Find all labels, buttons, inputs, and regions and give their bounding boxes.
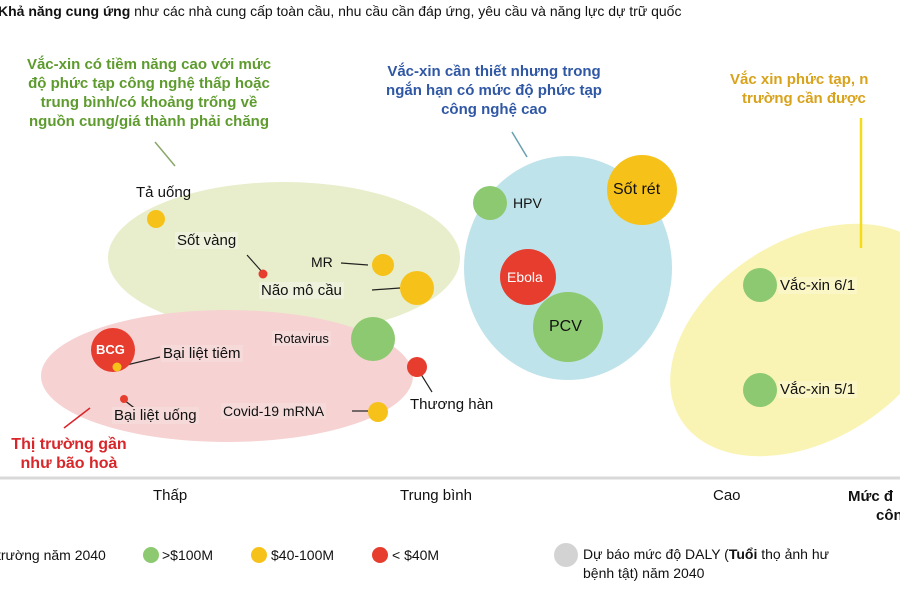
dai-liet-uong-label: Bại liệt uống: [112, 407, 199, 424]
sot-vang-connector: [246, 254, 264, 274]
rotavirus-label: Rotavirus: [272, 331, 331, 346]
legend-gray-text: Dự báo mức độ DALY (: [583, 546, 729, 562]
blue-title-connector: [511, 131, 528, 158]
green-zone: [108, 182, 460, 334]
nao-mo-cau-label: Não mô cầu: [259, 282, 344, 299]
blue-title-line: ngắn hạn có mức độ phức tạp: [386, 82, 602, 99]
blue-title-line: Vắc-xin cần thiết nhưng trong: [387, 63, 601, 80]
green-title-line: độ phức tạp công nghệ thấp hoặc: [28, 75, 270, 92]
legend-gray-dot: [554, 543, 578, 567]
legend-yellow-label: $40-100M: [271, 547, 335, 563]
axis-title: Mức đ côn: [848, 487, 900, 525]
green-title-line: nguồn cung/giá thành phải chăng: [29, 113, 269, 130]
pcv-label: PCV: [549, 318, 582, 335]
sot-vang-label: Sốt vàng: [175, 232, 239, 249]
red-title-line: Thị trường gần: [11, 436, 127, 453]
blue-title-line: công nghệ cao: [441, 101, 547, 118]
ebola-bubble: [500, 249, 556, 305]
yellow-zone: [670, 223, 900, 457]
thuong-han-label: Thương hàn: [410, 396, 494, 413]
red-title-line: như bão hoà: [20, 455, 118, 472]
yellow-title-line: Vắc xin phức tạp, n: [730, 71, 869, 88]
legend-green-dot: [143, 547, 159, 563]
green-category-title: Vắc-xin có tiềm năng cao với mức độ phức…: [0, 55, 314, 131]
bcg-label: BCG: [96, 342, 125, 357]
dai-liet-tiem-bubble: [112, 362, 122, 372]
vx51-bubble: [743, 373, 777, 407]
mr-connector: [340, 262, 369, 266]
axis-mid-label: Trung bình: [400, 487, 472, 504]
legend-yellow-dot: [251, 547, 267, 563]
legend-red-dot: [372, 547, 388, 563]
axis-title-line: côn: [876, 507, 900, 524]
ebola-label: Ebola: [507, 269, 543, 285]
legend-green-label: >$100M: [162, 547, 213, 563]
legend-gray-line2: bệnh tật) năm 2040: [583, 565, 705, 581]
pcv-bubble: [533, 292, 603, 362]
legend-red-label: < $40M: [392, 547, 440, 563]
mr-bubble: [372, 254, 394, 276]
sot-ret-bubble: [607, 155, 677, 225]
bcg-bubble: [91, 328, 135, 372]
green-title-line: trung bình/có khoảng trống về: [40, 94, 258, 111]
red-title-connector: [63, 407, 91, 429]
top-note-bold: Khả năng cung ứng: [0, 3, 131, 19]
legend-market-prefix: trường năm 2040: [0, 547, 106, 563]
ta-uong-bubble: [147, 210, 165, 228]
dai-liet-uong-bubble: [120, 395, 128, 403]
legend-gray-label: Dự báo mức độ DALY (Tuổi thọ ảnh hư bệnh…: [583, 545, 829, 583]
thuong-han-bubble: [407, 357, 427, 377]
covid-label: Covid-19 mRNA: [221, 403, 327, 419]
red-category-title: Thị trường gần như bão hoà: [0, 435, 144, 473]
yellow-title-line: trường cần được: [742, 90, 866, 107]
nao-mo-cau-connector: [371, 287, 401, 291]
top-note-rest: như các nhà cung cấp toàn cầu, nhu cầu c…: [130, 3, 682, 19]
covid-bubble: [368, 402, 388, 422]
sot-vang-bubble: [258, 269, 268, 279]
ta-uong-label: Tả uống: [136, 184, 192, 201]
blue-category-title: Vắc-xin cần thiết nhưng trong ngắn hạn c…: [344, 62, 644, 119]
vx51-label: Vắc-xin 5/1: [778, 381, 858, 398]
top-note: Khả năng cung ứng như các nhà cung cấp t…: [0, 3, 681, 19]
green-title-line: Vắc-xin có tiềm năng cao với mức: [26, 56, 272, 73]
dai-liet-tiem-label: Bại liệt tiêm: [161, 345, 243, 362]
yellow-category-title: Vắc xin phức tạp, n trường cần được: [730, 70, 868, 108]
hpv-bubble: [473, 186, 507, 220]
green-title-connector: [154, 141, 176, 167]
vx61-bubble: [743, 268, 777, 302]
vx61-label: Vắc-xin 6/1: [778, 277, 858, 294]
legend-gray-bold: Tuổi: [728, 546, 758, 562]
rotavirus-bubble: [351, 317, 395, 361]
axis-high-label: Cao: [713, 487, 741, 504]
sot-ret-label: Sốt rét: [613, 181, 661, 198]
nao-mo-cau-bubble: [400, 271, 434, 305]
mr-label: MR: [311, 254, 333, 270]
axis-title-line: Mức đ: [848, 488, 894, 505]
legend-gray-text-end: thọ ảnh hư: [757, 546, 830, 562]
axis-low-label: Thấp: [153, 487, 188, 504]
hpv-label: HPV: [513, 195, 542, 211]
